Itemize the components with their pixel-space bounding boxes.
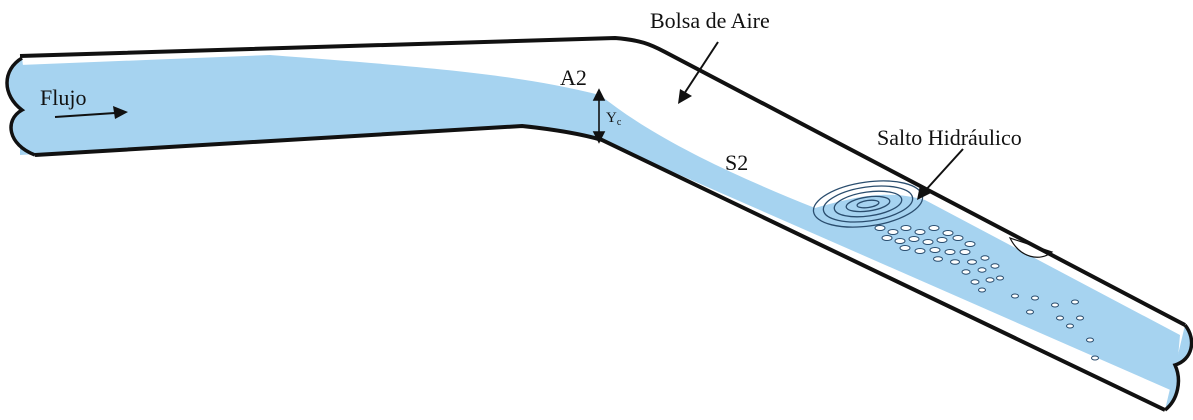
hydraulic-jump-leader-arrow	[917, 148, 964, 200]
critical-depth-subscript: c	[617, 117, 622, 128]
pipe-right-end	[1163, 323, 1193, 412]
critical-depth-arrow	[592, 88, 606, 144]
pipe-top-wall	[19, 35, 1186, 327]
hydraulic-jump-label: Salto Hidráulico	[877, 125, 1022, 150]
air-pocket-label: Bolsa de Aire	[650, 8, 770, 33]
air-bubbles	[874, 225, 1099, 361]
critical-depth-main: Y	[606, 110, 617, 126]
a2-profile-label: A2	[560, 65, 587, 90]
s2-profile-label: S2	[725, 150, 748, 175]
pipe-left-end	[5, 56, 36, 157]
flow-label: Flujo	[40, 85, 86, 110]
critical-depth-label: Yc	[606, 110, 622, 128]
air-pocket-leader-arrow	[678, 41, 719, 104]
water-body	[20, 55, 1180, 392]
flow-arrow	[54, 106, 128, 119]
air-pocket-bubble	[1008, 236, 1054, 258]
